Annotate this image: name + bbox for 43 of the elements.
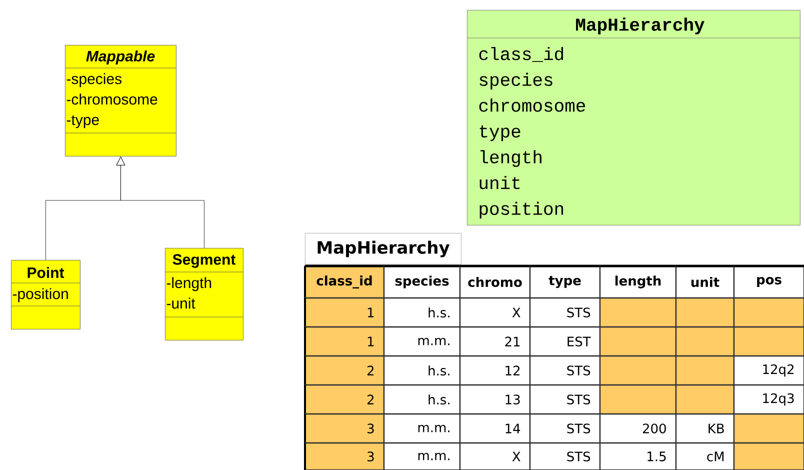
table-cell: 12q3 [733,384,804,415]
class-box: Point -position [10,260,80,330]
table-cell: KB [675,413,735,444]
class-box: Mappable -species -chromosome -type [64,45,176,156]
table-cell: 1 [304,326,385,357]
header-cell: species [383,264,461,299]
header-cell: class_id [304,264,385,299]
table-box: MapHierarchy class_id species chromosome type length unit position [466,10,800,226]
table-cell: 200 [599,413,677,444]
table-cell: 3 [304,413,385,444]
table-cell: cM [675,442,735,470]
table-cell: 13 [459,384,531,415]
table-cell: STS [529,355,601,386]
table-cell: 1.5 [599,442,677,470]
table-cell: 21 [459,326,531,357]
table-cell: 2 [304,384,385,415]
table-cell: 1 [304,297,385,328]
header-cell: unit [675,264,735,299]
inheritance-arrow [116,156,204,248]
table-cell: 2 [304,355,385,386]
table-cell: 3 [304,442,385,470]
table-title-tab: MapHierarchy [305,233,462,264]
table-cell: 12 [459,355,531,386]
table-cell: h.s. [383,355,461,386]
table-cell: EST [529,326,601,357]
table-cell: h.s. [383,384,461,415]
table-cell: X [459,442,531,470]
header-cell: length [599,264,677,299]
header-cell: type [529,264,601,299]
table-cell: X [459,297,531,328]
header-cell: pos [733,264,804,299]
table-cell: m.m. [383,326,461,357]
table-cell: m.m. [383,442,461,470]
table-cell: STS [529,384,601,415]
class-box: Segment -length -unit [164,248,244,340]
table-cell: STS [529,442,601,470]
table-cell: 14 [459,413,531,444]
header-cell: chromo [459,264,531,299]
table-cell: STS [529,413,601,444]
table-cell: h.s. [383,297,461,328]
table-cell: m.m. [383,413,461,444]
table-cell: 12q2 [733,355,804,386]
table-cell: STS [529,297,601,328]
